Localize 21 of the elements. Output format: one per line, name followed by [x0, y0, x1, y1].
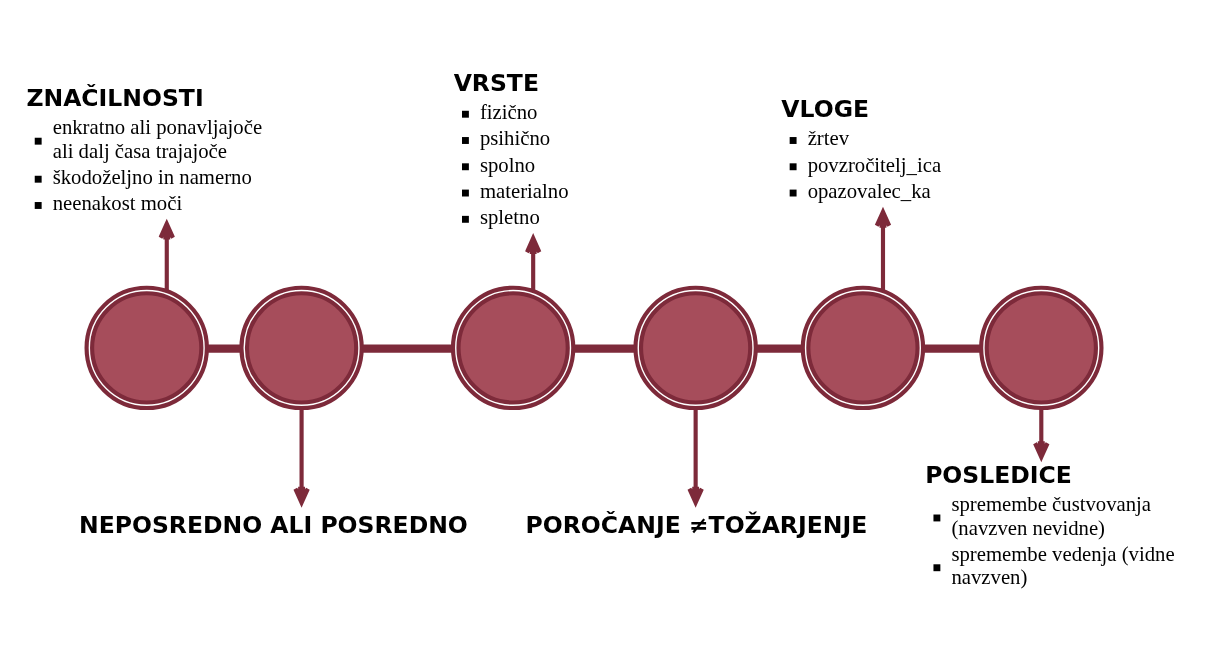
node-text: ZNAČILNOSTI enkratno ali ponavljajoče ali dalj časa trajajoče škodoželjno in namerno neenakost moči: [26, 83, 263, 214]
node-circle: [239, 285, 364, 410]
arrow: [293, 407, 310, 505]
node-text: VLOGE žrtev povzročitelj_ica opazovalec_ka: [781, 94, 942, 202]
arrow: [687, 407, 704, 505]
node-circle: [800, 285, 926, 410]
node-circle: [84, 285, 209, 410]
node-circle: [979, 285, 1104, 410]
connector: [756, 343, 803, 353]
connector: [573, 343, 636, 353]
arrow: [524, 235, 542, 291]
node-text: POSLEDICE spremembe čustvovanja (navzven nevidne) spremembe vedenja (vidne navzven): [925, 460, 1175, 588]
node-text: NEPOSREDNO ALI POSREDNO: [78, 510, 468, 539]
node-text: POROČANJE ≠TOŽARJENJE: [525, 510, 868, 539]
connector: [362, 343, 453, 353]
connector: [923, 343, 981, 353]
arrow: [158, 221, 176, 291]
node-circle: [633, 285, 758, 410]
node-text: VRSTE fizično psihično spolno materialno spletno: [453, 68, 569, 228]
node-circle: [450, 285, 576, 410]
arrow: [874, 209, 892, 291]
